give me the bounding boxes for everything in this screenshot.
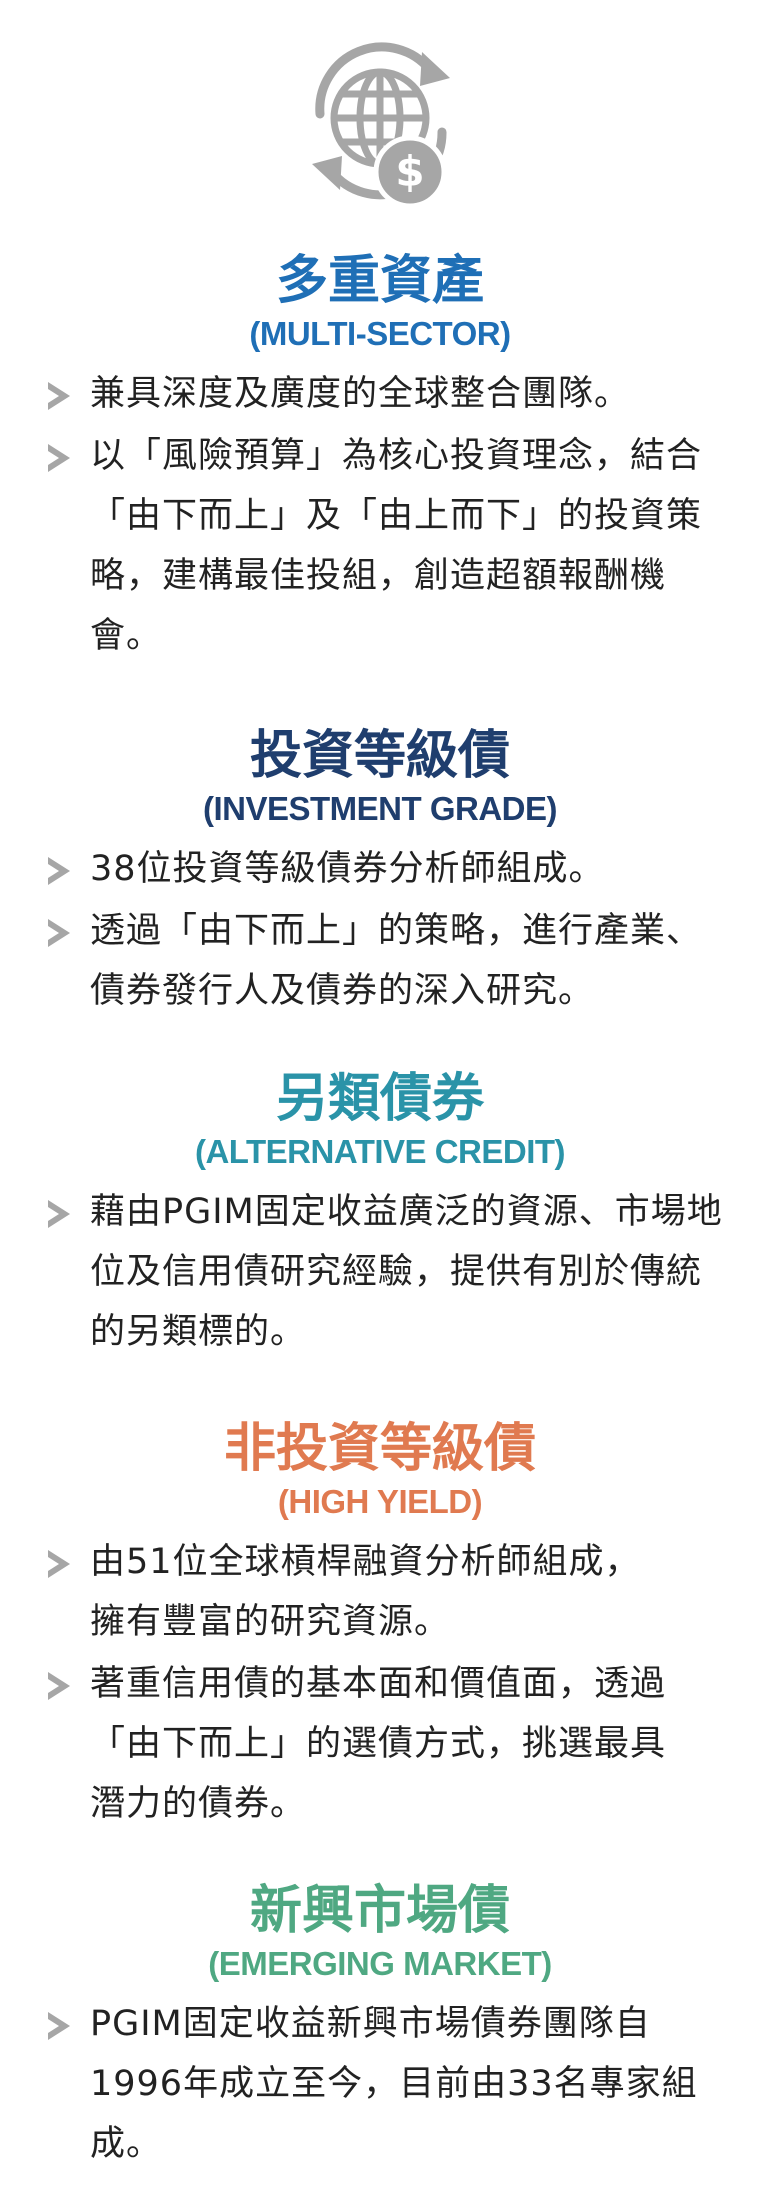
section-title: 非投資等級債 <box>223 1419 536 1479</box>
bullet-list: 藉由PGIM固定收益廣泛的資源、市場地位及信用債研究經驗，提供有別於傳統的另類標… <box>0 1182 760 1362</box>
arrow-right-icon <box>48 1672 70 1700</box>
bullet-text: 以「風險預算」為核心投資理念，結合「由下而上」及「由上而下」的投資策略，建構最佳… <box>90 436 703 656</box>
bullet-list: 38位投資等級債券分析師組成。 透過「由下而上」的策略，進行產業、債券發行人及債… <box>0 839 760 1021</box>
section-title: 多重資產 <box>275 251 484 311</box>
arrow-right-icon <box>48 857 70 885</box>
bullet-list: 兼具深度及廣度的全球整合團隊。 以「風險預算」為核心投資理念，結合「由下而上」及… <box>0 364 760 666</box>
section-emerging-market: 新興市場債 (EMERGING MARKET) PGIM固定收益新興市場債券團隊… <box>0 1880 760 2176</box>
section-investment-grade: 投資等級債 (INVESTMENT GRADE) 38位投資等級債券分析師組成。… <box>0 725 760 1023</box>
bullet-text: 由51位全球槓桿融資分析師組成，擁有豐富的研究資源。 <box>90 1542 641 1642</box>
list-item: PGIM固定收益新興市場債券團隊自1996年成立至今，目前由33名專家組成。 <box>0 1994 760 2174</box>
list-item: 兼具深度及廣度的全球整合團隊。 <box>0 364 760 424</box>
bullet-text: 兼具深度及廣度的全球整合團隊。 <box>90 374 631 414</box>
bullet-text: 透過「由下而上」的策略，進行產業、債券發行人及債券的深入研究。 <box>90 911 703 1011</box>
bullet-list: PGIM固定收益新興市場債券團隊自1996年成立至今，目前由33名專家組成。 <box>0 1994 760 2174</box>
bullet-text: PGIM固定收益新興市場債券團隊自1996年成立至今，目前由33名專家組成。 <box>90 2004 698 2164</box>
list-item: 38位投資等級債券分析師組成。 <box>0 839 760 899</box>
bullet-text: 著重信用債的基本面和價值面，透過「由下而上」的選債方式，挑選最具潛力的債券。 <box>90 1664 667 1824</box>
section-multi-sector: 多重資產 (MULTI-SECTOR) 兼具深度及廣度的全球整合團隊。 以「風險… <box>0 250 760 668</box>
section-subtitle: (INVESTMENT GRADE) <box>203 790 558 827</box>
arrow-right-icon <box>48 1550 70 1578</box>
section-high-yield: 非投資等級債 (HIGH YIELD) 由51位全球槓桿融資分析師組成，擁有豐富… <box>0 1418 760 1836</box>
globe-dollar-icon: $ <box>280 22 480 222</box>
arrow-right-icon <box>48 919 70 947</box>
section-alternative-credit: 另類債券 (ALTERNATIVE CREDIT) 藉由PGIM固定收益廣泛的資… <box>0 1068 760 1364</box>
section-subtitle: (HIGH YIELD) <box>277 1483 483 1520</box>
list-item: 著重信用債的基本面和價值面，透過「由下而上」的選債方式，挑選最具潛力的債券。 <box>0 1654 760 1834</box>
list-item: 透過「由下而上」的策略，進行產業、債券發行人及債券的深入研究。 <box>0 901 760 1021</box>
arrow-right-icon <box>48 444 70 472</box>
section-title: 投資等級債 <box>249 726 510 786</box>
bullet-list: 由51位全球槓桿融資分析師組成，擁有豐富的研究資源。 著重信用債的基本面和價值面… <box>0 1532 760 1834</box>
arrow-right-icon <box>48 382 70 410</box>
section-title: 新興市場債 <box>249 1881 510 1941</box>
bullet-text: 38位投資等級債券分析師組成。 <box>90 849 605 889</box>
section-title: 另類債券 <box>275 1069 484 1129</box>
arrow-right-icon <box>48 1200 70 1228</box>
section-subtitle: (EMERGING MARKET) <box>208 1945 552 1982</box>
list-item: 以「風險預算」為核心投資理念，結合「由下而上」及「由上而下」的投資策略，建構最佳… <box>0 426 760 666</box>
list-item: 藉由PGIM固定收益廣泛的資源、市場地位及信用債研究經驗，提供有別於傳統的另類標… <box>0 1182 760 1362</box>
section-subtitle: (MULTI-SECTOR) <box>249 315 511 352</box>
list-item: 由51位全球槓桿融資分析師組成，擁有豐富的研究資源。 <box>0 1532 760 1652</box>
svg-text:$: $ <box>395 147 424 196</box>
arrow-right-icon <box>48 2012 70 2040</box>
bullet-text: 藉由PGIM固定收益廣泛的資源、市場地位及信用債研究經驗，提供有別於傳統的另類標… <box>90 1192 723 1352</box>
section-subtitle: (ALTERNATIVE CREDIT) <box>194 1133 566 1170</box>
